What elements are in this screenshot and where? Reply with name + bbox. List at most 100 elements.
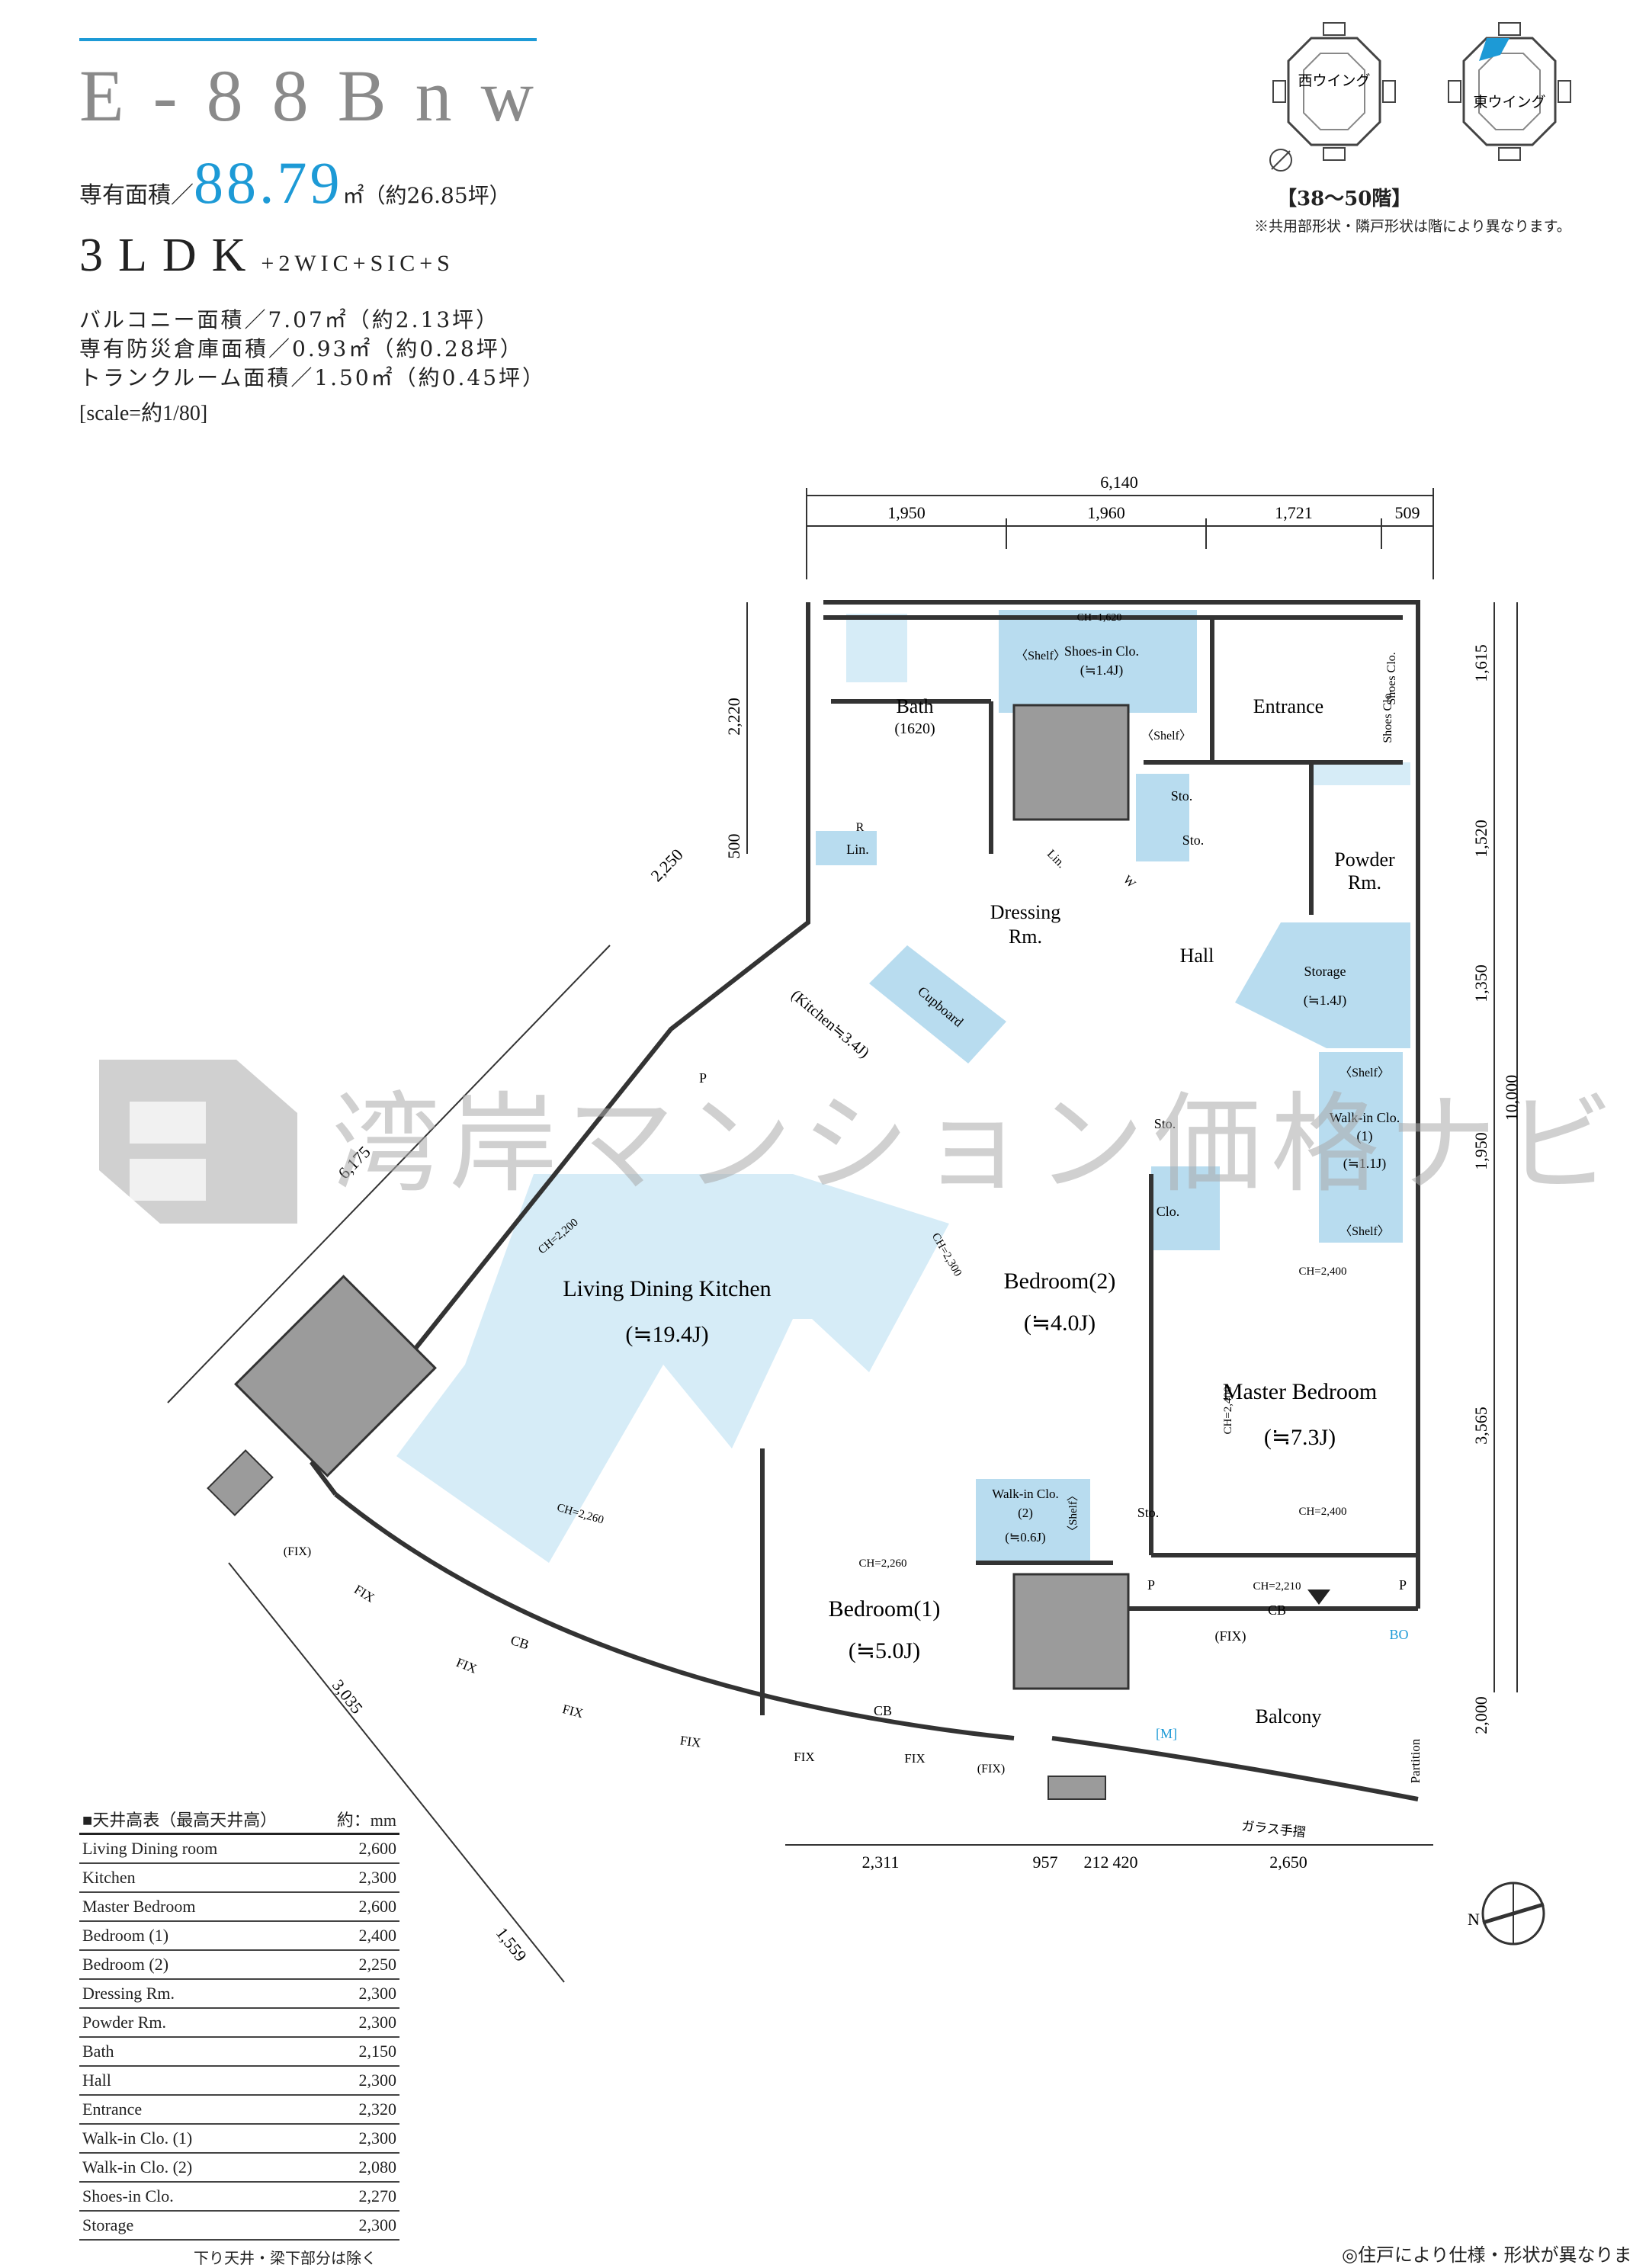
label-ch-1620: CH=1,620 [1077,612,1122,624]
label-shoes-clo-small-2: Shoes Clo. [1381,690,1394,743]
label-sto-2: Sto. [1182,832,1205,848]
label-cb-3: CB [874,1703,892,1718]
row-room: Bedroom (1) [79,1921,321,1951]
label-sto-3: Sto. [1154,1116,1176,1131]
dim-diag-3: 3,035 [329,1676,367,1717]
label-bo: BO [1389,1627,1408,1642]
label-p-1: P [699,1070,707,1086]
dim-right-total: 10,000 [1502,1075,1521,1121]
ceiling-table-unit: 約：mm [320,1805,399,1835]
label-r: R [856,821,865,834]
label-ch-2400-b: CH=2,400 [1298,1506,1346,1518]
area-unit: ㎡（約26.85坪） [342,183,511,208]
label-partition: Partition [1408,1738,1423,1783]
shoes-clo-fill [999,610,1197,713]
label-sto-1: Sto. [1171,788,1193,804]
label-wic1-num: (1) [1357,1128,1373,1144]
label-fix-left: (FIX) [284,1545,311,1558]
layout-type: 3LDK [79,229,261,281]
label-glass-rail: ガラス手摺 [1240,1819,1306,1840]
label-shelf-2: 〈Shelf〉 [1141,730,1192,743]
label-clo: Clo. [1157,1204,1180,1219]
label-bed1-size: (≒5.0J) [849,1638,920,1663]
row-room: Bath [79,2037,321,2067]
label-cb-1: CB [1268,1602,1286,1618]
row-room: Entrance [79,2095,321,2125]
dimension-lines [167,488,1518,1983]
label-sto-4: Sto. [1137,1505,1160,1520]
row-value: 2,300 [320,2008,399,2038]
layout-extra: +2WIC+SIC+S [261,251,454,276]
label-powder: Powder [1334,848,1395,871]
footnote: ◎住戸により仕様・形状が異なります。 [1342,2244,1633,2266]
spec-balcony: バルコニー面積／7.07㎡（約2.13坪） [79,307,500,332]
plan-code: E-88Bnw [79,55,563,136]
bath-tub-fill [846,614,907,682]
row-room: Walk-in Clo. (2) [79,2153,321,2183]
row-value: 2,320 [320,2095,399,2125]
east-wing-label: 東ウイング [1473,94,1545,111]
table-row: Dressing Rm.2,300 [79,1979,399,2009]
label-ch-2300: CH=2,300 [929,1231,964,1279]
label-wic2-size: (≒0.6J) [1005,1530,1045,1545]
label-wic1-size: (≒1.1J) [1343,1156,1387,1172]
label-ldk: Living Dining Kitchen [563,1276,771,1301]
column-south [1012,1573,1130,1690]
dim-bottom-3: 212 [1084,1853,1109,1872]
label-balcony: Balcony [1256,1705,1322,1727]
row-value: 2,300 [320,2124,399,2154]
row-room: Living Dining room [79,1833,321,1864]
lin-fill [816,831,877,865]
label-ldk-size: (≒19.4J) [625,1322,708,1347]
row-value: 2,600 [320,1892,399,1922]
west-wing-label: 西ウイング [1298,72,1370,89]
label-fix-bottom: (FIX) [977,1763,1005,1776]
watermark-logo-icon [99,1060,297,1224]
cupboard-fill [869,945,1006,1063]
scale-label: [scale=約1/80] [79,402,208,425]
spec-storage: 専有防災倉庫面積／0.93㎡（約0.28坪） [79,336,524,361]
label-w: W [1121,873,1138,890]
label-lin-1: Lin. [846,842,869,857]
label-bed2: Bedroom(2) [1004,1269,1116,1294]
label-powder-2: Rm. [1348,871,1381,893]
dim-bottom-4: 420 [1113,1853,1138,1872]
dim-bottom-1: 2,311 [862,1853,900,1872]
wic2-fill [976,1479,1090,1563]
label-ch-2400-c: CH=2,400 [1222,1386,1234,1434]
label-fix-balcony: (FIX) [1215,1628,1246,1644]
dim-top-1: 1,950 [887,503,926,522]
label-fix-5: FIX [794,1750,814,1764]
table-row: Walk-in Clo. (1)2,300 [79,2124,399,2154]
label-cb-2: CB [509,1632,531,1652]
label-wic1: Walk-in Clo. [1330,1110,1400,1125]
dim-left-1: 2,220 [724,698,743,736]
row-room: Master Bedroom [79,1892,321,1922]
label-entrance: Entrance [1253,695,1323,717]
row-room: Storage [79,2211,321,2241]
label-fix-6: FIX [904,1751,925,1766]
row-value: 2,300 [320,1979,399,2009]
east-wing-icon [1448,22,1571,161]
label-fix-2: FIX [454,1655,480,1676]
label-fix-3: FIX [561,1702,585,1721]
west-wing-icon [1272,22,1396,161]
label-shelf-3: 〈Shelf〉 [1339,1067,1390,1079]
table-row: Powder Rm.2,300 [79,2008,399,2038]
label-master-size: (≒7.3J) [1264,1425,1336,1450]
table-row: Bedroom (1)2,400 [79,1921,399,1951]
label-shelf-4: 〈Shelf〉 [1339,1225,1390,1238]
row-value: 2,300 [320,2211,399,2241]
label-ch-2260-b: CH=2,260 [858,1557,906,1570]
dim-right-2: 1,520 [1471,820,1490,858]
spec-trunk: トランクルーム面積／1.50㎡（約0.45坪） [79,365,547,390]
label-bath-size: (1620) [894,720,935,737]
label-wic2: Walk-in Clo. [992,1487,1058,1501]
dim-top-total: 6,140 [1100,473,1138,492]
sto-1-fill [1136,774,1189,861]
dim-right-5: 3,565 [1471,1407,1490,1445]
label-ch-2400-a: CH=2,400 [1298,1266,1346,1278]
